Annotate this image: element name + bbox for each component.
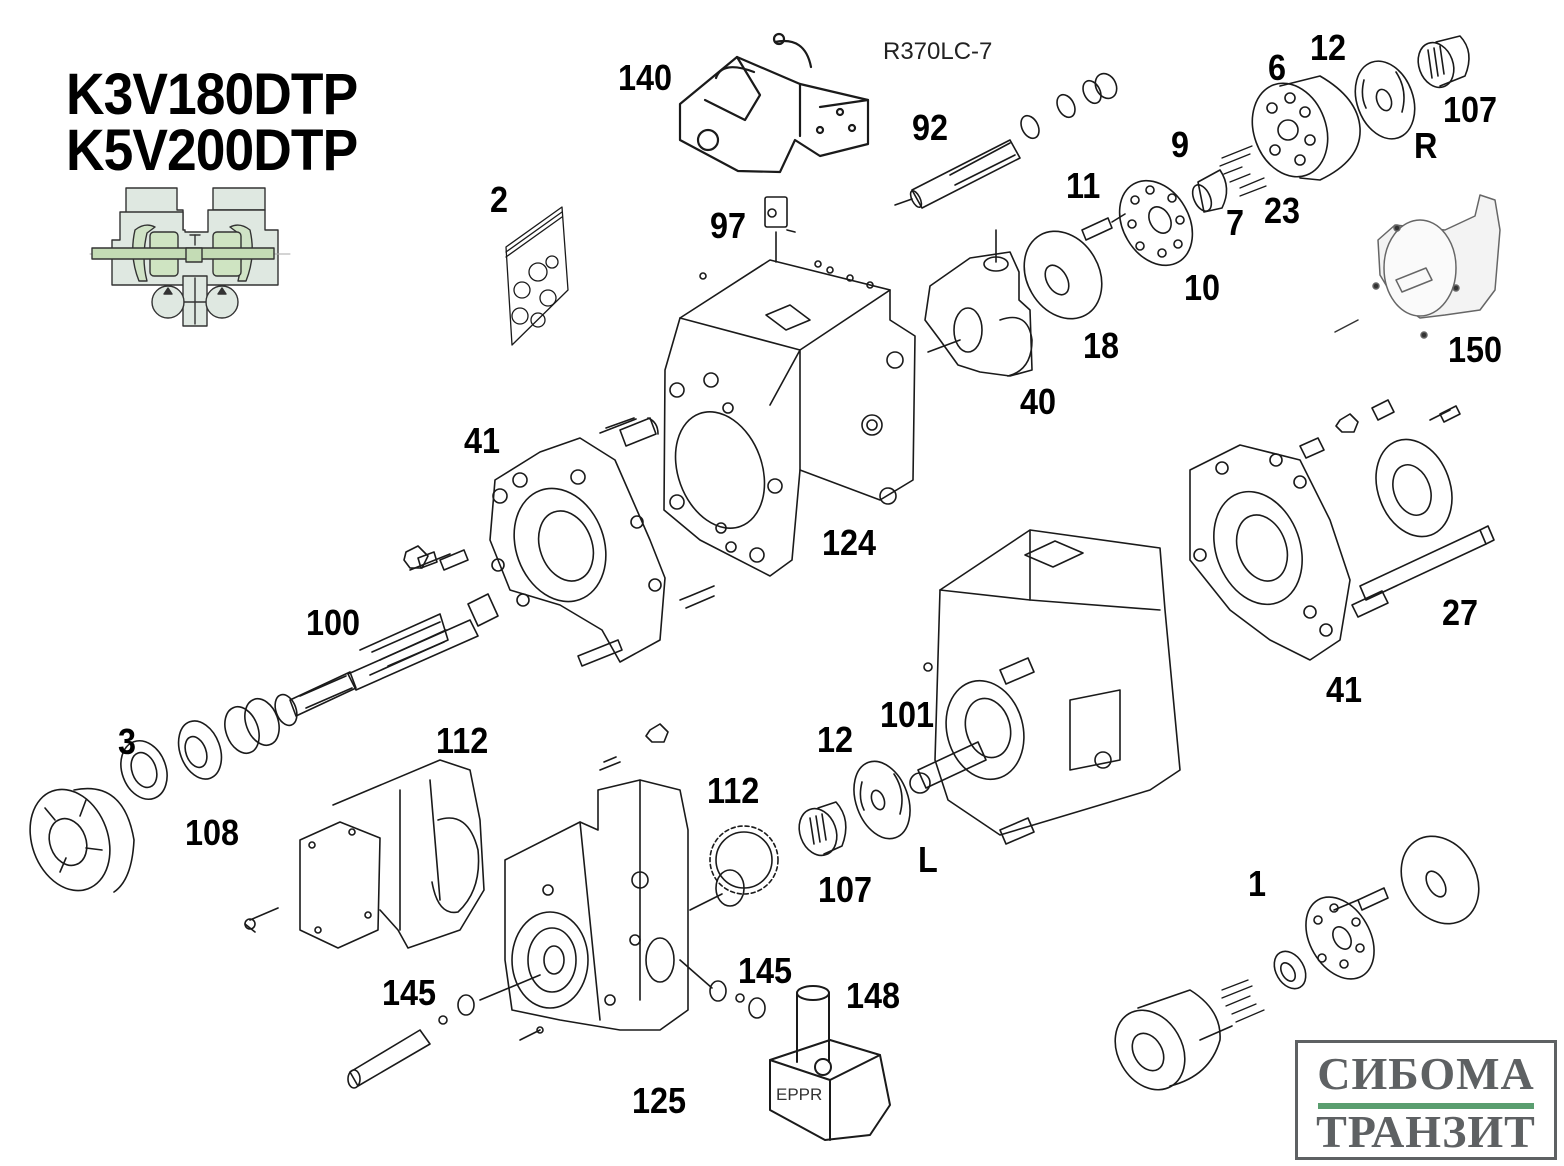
- gear-housing-part-112: [244, 759, 485, 949]
- part-label-6: 6: [1268, 47, 1287, 88]
- part-label-107-r: 107: [1443, 89, 1498, 130]
- gear-pump-part-150: [1334, 194, 1501, 339]
- side-marker-left: L: [918, 839, 938, 880]
- part-label-92: 92: [912, 107, 949, 148]
- pump-schematic-icon: [89, 187, 291, 327]
- part-label-7: 7: [1226, 202, 1245, 243]
- part-label-23: 23: [1264, 190, 1301, 231]
- rotary-group-kit-part-1: [1114, 835, 1480, 1091]
- cylinder-block-part-6: [1251, 75, 1361, 181]
- eppr-valve-part-148: EPPR: [769, 985, 891, 1141]
- logo-line-2: ТРАНЗИТ: [1316, 1106, 1536, 1157]
- part-label-148: 148: [846, 975, 901, 1016]
- part-label-41-left: 41: [464, 420, 501, 461]
- part-label-2: 2: [490, 179, 509, 220]
- part-label-150: 150: [1448, 329, 1503, 370]
- part-label-12-r: 12: [1310, 27, 1347, 68]
- part-label-10: 10: [1184, 267, 1221, 308]
- part-label-27: 27: [1442, 592, 1479, 633]
- plate-part-18: [1023, 230, 1103, 320]
- fitting-part-97: [764, 196, 796, 263]
- valve-plate-l-part-12: [853, 760, 911, 840]
- plug-part-145: [347, 959, 766, 1089]
- part-label-12-l: 12: [817, 719, 854, 760]
- bolt-part-27: [1351, 525, 1495, 618]
- swash-plate-part-40: [924, 229, 1033, 377]
- shoe-plate-part-10: [1118, 179, 1194, 267]
- part-label-108: 108: [185, 812, 240, 853]
- part-label-18: 18: [1083, 325, 1120, 366]
- part-label-101: 101: [880, 694, 935, 735]
- part-label-140: 140: [618, 57, 673, 98]
- company-logo: СИБОМА ТРАНЗИТ: [1295, 1040, 1557, 1160]
- part-label-112-left: 112: [436, 720, 489, 761]
- model-title-line-2: K5V200DTP: [66, 118, 358, 183]
- bushing-part-9: [1191, 169, 1228, 213]
- part-label-1: 1: [1248, 863, 1267, 904]
- needle-bearing-l-part-107: [798, 801, 847, 857]
- spool-part-92: [894, 72, 1118, 209]
- pistons-part-7-23: [1219, 145, 1267, 197]
- part-label-9: 9: [1171, 124, 1190, 165]
- cover-part-3: [29, 740, 168, 893]
- casing-part-124: [619, 259, 916, 577]
- part-label-41-right: 41: [1326, 669, 1363, 710]
- end-cover-part-125: [504, 723, 689, 1034]
- regulator-part-140: [678, 32, 870, 174]
- part-label-97: 97: [710, 205, 747, 246]
- port-block-right-part-41: [1189, 399, 1461, 661]
- retaining-rings: [177, 697, 280, 780]
- gear-part-112: [689, 825, 779, 911]
- seal-kit-bag-part-2: [505, 206, 569, 346]
- pin-part-11: [1081, 213, 1126, 241]
- side-marker-right: R: [1414, 125, 1438, 166]
- part-label-107-l: 107: [818, 869, 873, 910]
- rear-casing-part-101: [909, 529, 1181, 845]
- part-label-124: 124: [822, 522, 877, 563]
- port-block-left-part-41: [403, 417, 715, 667]
- machine-model-label: R370LC-7: [883, 38, 993, 65]
- logo-divider: [1318, 1103, 1534, 1109]
- part-label-125: 125: [632, 1080, 687, 1121]
- part-label-100: 100: [306, 602, 361, 643]
- part-label-145-left: 145: [382, 972, 437, 1013]
- part-label-40: 40: [1020, 381, 1057, 422]
- valve-plate-r-part-12: [1354, 60, 1416, 140]
- needle-bearing-r-part-107: [1417, 35, 1470, 89]
- part-label-145-right: 145: [738, 950, 793, 991]
- eppr-marking: EPPR: [776, 1085, 822, 1104]
- logo-line-1: СИБОМА: [1317, 1048, 1535, 1099]
- model-title-line-1: K3V180DTP: [66, 62, 358, 127]
- part-label-11: 11: [1066, 165, 1101, 206]
- part-label-112-gear: 112: [707, 770, 760, 811]
- part-label-3: 3: [118, 721, 137, 762]
